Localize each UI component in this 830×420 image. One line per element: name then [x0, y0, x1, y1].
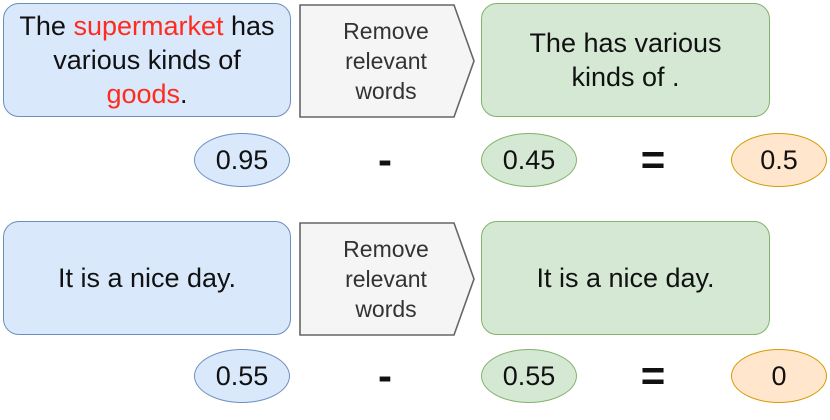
- result-sentence-box-2: It is a nice day.: [481, 221, 770, 335]
- arrow-shape-2: [299, 222, 475, 336]
- source-sentence-1: The supermarket has various kinds of goo…: [19, 11, 275, 109]
- minus-operator-2: -: [378, 352, 392, 399]
- result-score-2: 0.55: [481, 349, 577, 403]
- highlighted-word: supermarket: [73, 11, 224, 41]
- highlighted-word: goods: [106, 79, 181, 109]
- arrow-shape-1: [299, 4, 475, 118]
- source-sentence-box-1: The supermarket has various kinds of goo…: [3, 3, 291, 117]
- minus-operator-1: -: [378, 136, 392, 183]
- result-sentence-box-1: The has various kinds of .: [481, 3, 770, 117]
- result-sentence-1: The has various kinds of .: [529, 28, 722, 92]
- result-score-1: 0.45: [481, 133, 577, 187]
- equals-operator-2: =: [640, 352, 666, 399]
- equals-operator-1: =: [640, 136, 666, 183]
- result-sentence-2: It is a nice day.: [536, 263, 715, 293]
- source-sentence-2: It is a nice day.: [57, 263, 237, 293]
- difference-score-2: 0: [731, 349, 827, 403]
- arrow-label-2: Remove relevant words: [343, 236, 429, 322]
- difference-score-1: 0.5: [731, 133, 827, 187]
- arrow-label-1: Remove relevant words: [343, 18, 429, 104]
- source-sentence-box-2: It is a nice day.: [3, 221, 291, 335]
- source-score-1: 0.95: [194, 133, 290, 187]
- source-score-2: 0.55: [194, 349, 290, 403]
